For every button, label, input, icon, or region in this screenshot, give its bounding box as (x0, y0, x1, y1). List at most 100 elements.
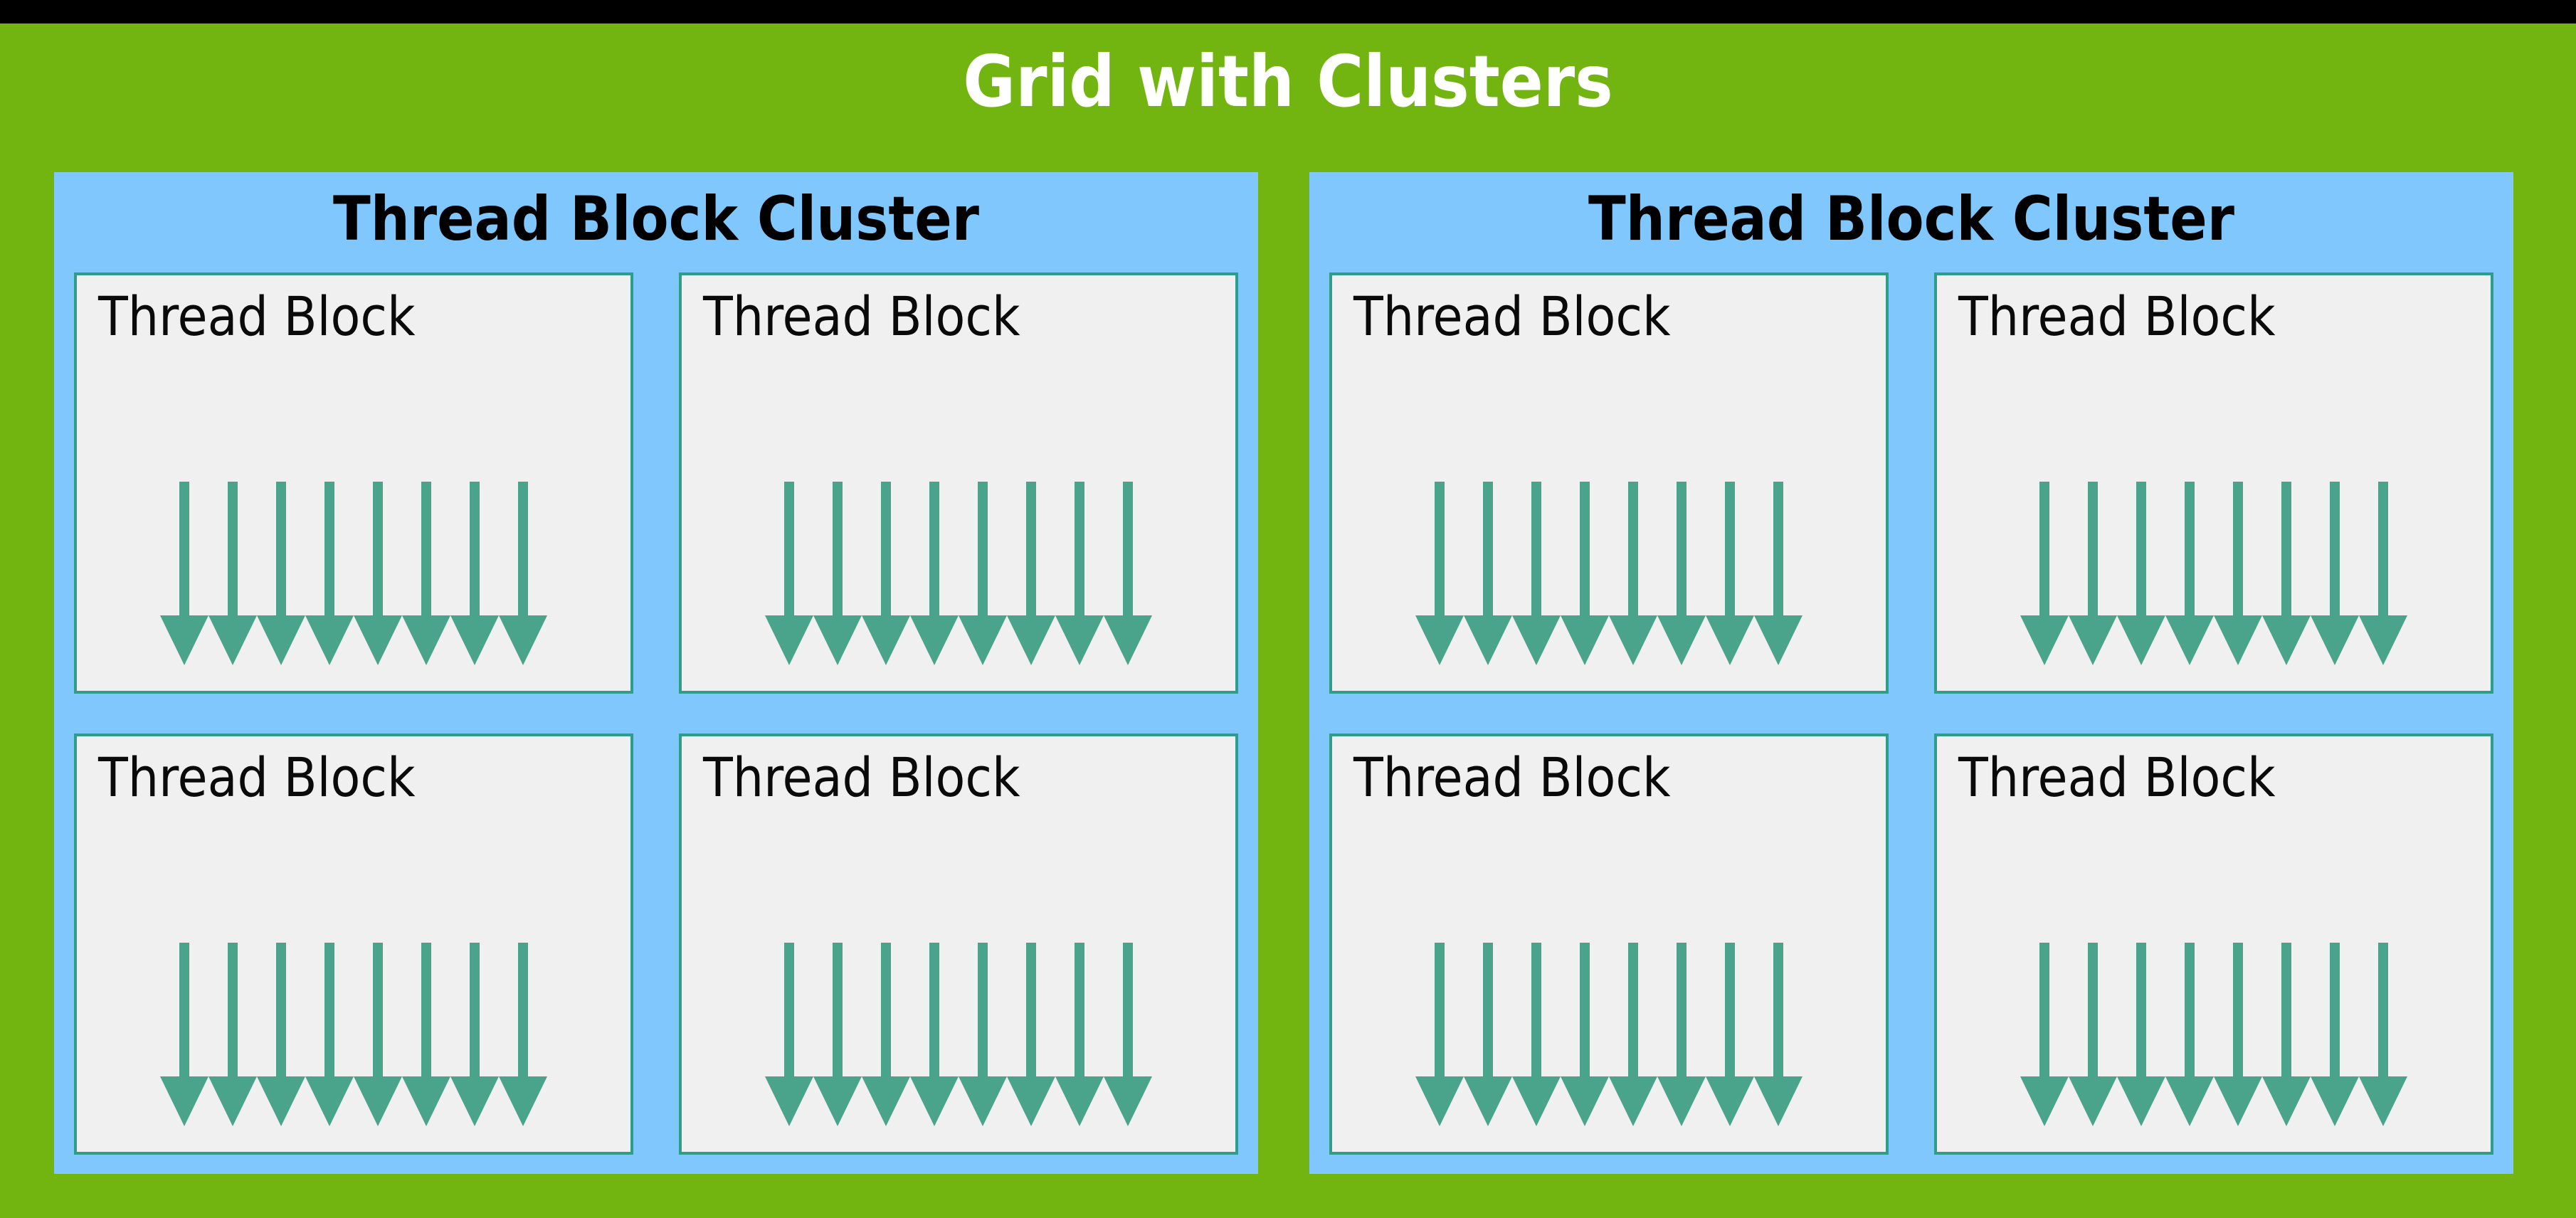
down-arrow-icon (1512, 482, 1561, 665)
down-arrow-icon (1007, 482, 1055, 665)
thread-arrows-svg (765, 943, 1152, 1126)
thread-block: Thread Block (74, 734, 633, 1155)
down-arrow-icon (813, 943, 862, 1126)
down-arrow-icon (2311, 482, 2359, 665)
down-arrow-icon (208, 943, 257, 1126)
cluster-title: Thread Block Cluster (333, 184, 979, 255)
thread-block: Thread Block (74, 272, 633, 694)
thread-arrows-group (682, 482, 1235, 674)
down-arrow-icon (257, 943, 305, 1126)
down-arrow-icon (2117, 943, 2165, 1126)
down-arrow-icon (1464, 482, 1512, 665)
down-arrow-icon (160, 943, 208, 1126)
down-arrow-icon (1657, 482, 1706, 665)
down-arrow-icon (2069, 943, 2117, 1126)
down-arrow-icon (354, 482, 402, 665)
down-arrow-icon (765, 482, 813, 665)
down-arrow-icon (862, 482, 910, 665)
down-arrow-icon (1609, 482, 1657, 665)
thread-block: Thread Block (679, 272, 1238, 694)
down-arrow-icon (2020, 482, 2069, 665)
down-arrow-icon (765, 943, 813, 1126)
down-arrow-icon (1609, 943, 1657, 1126)
thread-arrows-svg (765, 482, 1152, 665)
down-arrow-icon (2214, 482, 2262, 665)
down-arrow-icon (2262, 482, 2311, 665)
thread-block-label: Thread Block (1353, 285, 1671, 348)
down-arrow-icon (354, 943, 402, 1126)
down-arrow-icon (305, 943, 354, 1126)
down-arrow-icon (2020, 943, 2069, 1126)
thread-block-label: Thread Block (98, 285, 416, 348)
down-arrow-icon (959, 943, 1007, 1126)
thread-block: Thread Block (1329, 272, 1889, 694)
down-arrow-icon (2311, 943, 2359, 1126)
thread-block-cluster-1: Thread Block Cluster Thread Block Thread… (1309, 172, 2513, 1174)
thread-arrows-svg (1415, 482, 1802, 665)
down-arrow-icon (2214, 943, 2262, 1126)
down-arrow-icon (1657, 943, 1706, 1126)
down-arrow-icon (2117, 482, 2165, 665)
down-arrow-icon (1561, 482, 1609, 665)
down-arrow-icon (1104, 482, 1152, 665)
down-arrow-icon (1561, 943, 1609, 1126)
down-arrow-icon (1512, 943, 1561, 1126)
down-arrow-icon (2165, 943, 2214, 1126)
down-arrow-icon (862, 943, 910, 1126)
cluster-title: Thread Block Cluster (1588, 184, 2234, 255)
down-arrow-icon (402, 482, 450, 665)
down-arrow-icon (1706, 482, 1754, 665)
down-arrow-icon (1754, 943, 1802, 1126)
grid-container: Grid with Clusters Thread Block Cluster … (0, 23, 2576, 1218)
down-arrow-icon (2262, 943, 2311, 1126)
thread-block-label: Thread Block (703, 746, 1020, 809)
down-arrow-icon (1055, 482, 1104, 665)
thread-block-label: Thread Block (1958, 285, 2276, 348)
down-arrow-icon (208, 482, 257, 665)
down-arrow-icon (1706, 943, 1754, 1126)
down-arrow-icon (1415, 943, 1464, 1126)
thread-block-cluster-0: Thread Block Cluster Thread Block Thread… (54, 172, 1258, 1174)
thread-arrows-svg (2020, 482, 2407, 665)
thread-arrows-group (77, 943, 630, 1135)
thread-block: Thread Block (679, 734, 1238, 1155)
down-arrow-icon (2165, 482, 2214, 665)
thread-arrows-svg (160, 482, 547, 665)
thread-arrows-svg (2020, 943, 2407, 1126)
top-black-bar (0, 0, 2576, 23)
down-arrow-icon (499, 482, 547, 665)
thread-arrows-group (1937, 943, 2491, 1135)
down-arrow-icon (450, 943, 499, 1126)
down-arrow-icon (813, 482, 862, 665)
down-arrow-icon (402, 943, 450, 1126)
thread-arrows-svg (160, 943, 547, 1126)
thread-arrows-group (682, 943, 1235, 1135)
down-arrow-icon (910, 943, 959, 1126)
thread-arrows-group (1937, 482, 2491, 674)
thread-arrows-group (1332, 943, 1886, 1135)
down-arrow-icon (499, 943, 547, 1126)
thread-block-label: Thread Block (1353, 746, 1671, 809)
thread-block: Thread Block (1329, 734, 1889, 1155)
down-arrow-icon (959, 482, 1007, 665)
thread-block: Thread Block (1934, 734, 2493, 1155)
thread-block-label: Thread Block (1958, 746, 2276, 809)
thread-arrows-group (77, 482, 630, 674)
down-arrow-icon (1415, 482, 1464, 665)
down-arrow-icon (2069, 482, 2117, 665)
thread-block-grid: Thread Block Thread Block Thread Block T… (1329, 272, 2493, 1155)
thread-block-grid: Thread Block Thread Block Thread Block T… (74, 272, 1238, 1155)
down-arrow-icon (1007, 943, 1055, 1126)
down-arrow-icon (450, 482, 499, 665)
down-arrow-icon (1104, 943, 1152, 1126)
down-arrow-icon (1464, 943, 1512, 1126)
thread-block-label: Thread Block (703, 285, 1020, 348)
grid-title: Grid with Clusters (963, 40, 1613, 123)
thread-block-label: Thread Block (98, 746, 416, 809)
down-arrow-icon (305, 482, 354, 665)
down-arrow-icon (2359, 943, 2407, 1126)
down-arrow-icon (160, 482, 208, 665)
down-arrow-icon (1055, 943, 1104, 1126)
thread-arrows-svg (1415, 943, 1802, 1126)
